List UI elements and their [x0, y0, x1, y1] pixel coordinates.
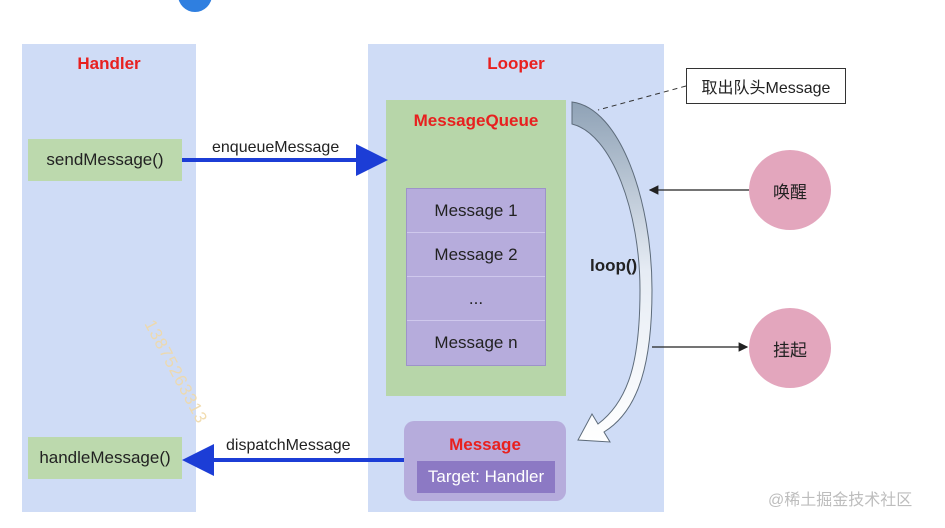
list-item: Message 1: [407, 189, 545, 233]
loop-curve-arrow: [571, 101, 653, 443]
callout-connector: [597, 85, 687, 111]
suspend-circle: 挂起: [749, 308, 831, 388]
list-item: Message 2: [407, 233, 545, 277]
callout-box: 取出队头Message: [686, 68, 846, 104]
dispatch-label: dispatchMessage: [226, 437, 351, 454]
handler-title: Handler: [77, 54, 141, 73]
list-item: ...: [407, 277, 545, 321]
target-handler-box: Target: Handler: [417, 461, 555, 493]
top-decoration-icon: [178, 0, 212, 12]
looper-title: Looper: [487, 54, 545, 73]
enqueue-label: enqueueMessage: [212, 139, 340, 156]
message-title: Message: [449, 435, 521, 454]
message-queue-title: MessageQueue: [413, 111, 539, 130]
list-item: Message n: [434, 332, 518, 352]
send-message-box[interactable]: sendMessage(): [28, 139, 182, 181]
handler-panel: [22, 44, 196, 512]
handle-message-box[interactable]: handleMessage(): [28, 437, 182, 479]
message-list: Message 1 Message 2 ... Message n: [406, 188, 546, 366]
wake-circle: 唤醒: [749, 150, 831, 230]
watermark-credit: @稀土掘金技术社区: [768, 492, 913, 509]
loop-label: loop(): [590, 256, 638, 275]
